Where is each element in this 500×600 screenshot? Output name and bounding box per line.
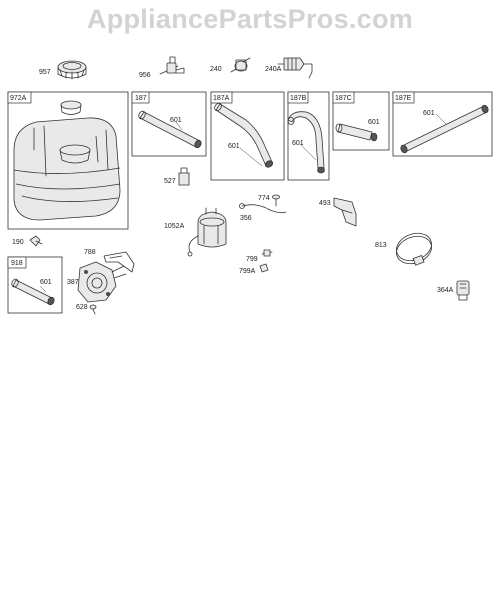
callout-957: 957 [39, 69, 51, 76]
callout-190: 190 [12, 239, 24, 246]
part-813-hose-clamp[interactable] [393, 229, 436, 269]
part-957-fuel-cap[interactable] [57, 60, 87, 80]
callout-356: 356 [240, 215, 252, 222]
part-240A-inline-filter[interactable] [277, 57, 313, 79]
callout-601-918: 601 [40, 279, 52, 286]
part-187C-fuel-hose[interactable] [335, 123, 378, 142]
site-watermark: AppliancePartsPros.com [86, 4, 414, 34]
callout-774: 774 [258, 195, 270, 202]
callout-788: 788 [84, 249, 96, 256]
part-527-clip[interactable] [178, 167, 190, 186]
part-972A-fuel-tank[interactable] [13, 100, 121, 221]
callout-527: 527 [164, 178, 176, 185]
callout-601-187B: 601 [292, 140, 304, 147]
part-956-shutoff-valve[interactable] [159, 56, 185, 75]
part-356-ground-wire[interactable] [239, 203, 287, 214]
box-918 [7, 256, 63, 314]
callout-601-187: 601 [170, 117, 182, 124]
callout-187B: 187B [290, 95, 307, 102]
callout-601-187A: 601 [228, 143, 240, 150]
callout-187C: 187C [335, 95, 352, 102]
part-387-fuel-pump[interactable] [77, 261, 127, 303]
part-190-bolt[interactable] [29, 235, 43, 247]
callout-240A: 240A [265, 66, 282, 73]
box-187C [332, 91, 390, 151]
callout-493: 493 [319, 200, 331, 207]
callout-918: 918 [11, 260, 23, 267]
callout-1052A: 1052A [164, 223, 185, 230]
part-493-bracket[interactable] [333, 197, 357, 227]
callout-799A: 799A [239, 268, 256, 275]
part-799-fitting[interactable] [261, 249, 273, 257]
box-187A [210, 91, 285, 181]
callout-387: 387 [67, 279, 79, 286]
callout-956: 956 [139, 72, 151, 79]
part-788-bracket[interactable] [103, 251, 135, 273]
box-187B [287, 91, 330, 181]
part-187-fuel-hose[interactable] [137, 110, 202, 149]
tag-918 [7, 256, 27, 269]
callout-799: 799 [246, 256, 258, 263]
part-918-fuel-hose[interactable] [11, 278, 56, 306]
callout-364A: 364A [437, 287, 454, 294]
part-240-fuel-filter[interactable] [230, 57, 251, 73]
callout-628: 628 [76, 304, 88, 311]
part-774-screw[interactable] [272, 194, 280, 207]
box-972A [7, 91, 129, 230]
part-364A-valve[interactable] [456, 280, 470, 301]
callout-601-187E: 601 [423, 110, 435, 117]
box-187E [392, 91, 493, 157]
box-187 [131, 91, 207, 157]
callout-601-187C: 601 [368, 119, 380, 126]
tag-187B [287, 91, 309, 104]
part-187A-fuel-hose[interactable] [213, 102, 274, 169]
part-187E-fuel-hose[interactable] [400, 104, 490, 154]
callout-187: 187 [135, 95, 147, 102]
tag-187 [131, 91, 150, 104]
tag-187E [392, 91, 415, 104]
tag-187A [210, 91, 233, 104]
callout-187E: 187E [395, 95, 412, 102]
callout-813: 813 [375, 242, 387, 249]
part-799A-fitting[interactable] [259, 263, 269, 273]
part-1052A-solenoid[interactable] [187, 207, 227, 257]
callout-240: 240 [210, 66, 222, 73]
callout-187A: 187A [213, 95, 230, 102]
part-187B-fuel-hose[interactable] [287, 111, 325, 174]
tag-187C [332, 91, 355, 104]
part-628-screw[interactable] [89, 304, 97, 315]
tag-972A [7, 91, 32, 104]
callout-972A: 972A [10, 95, 27, 102]
